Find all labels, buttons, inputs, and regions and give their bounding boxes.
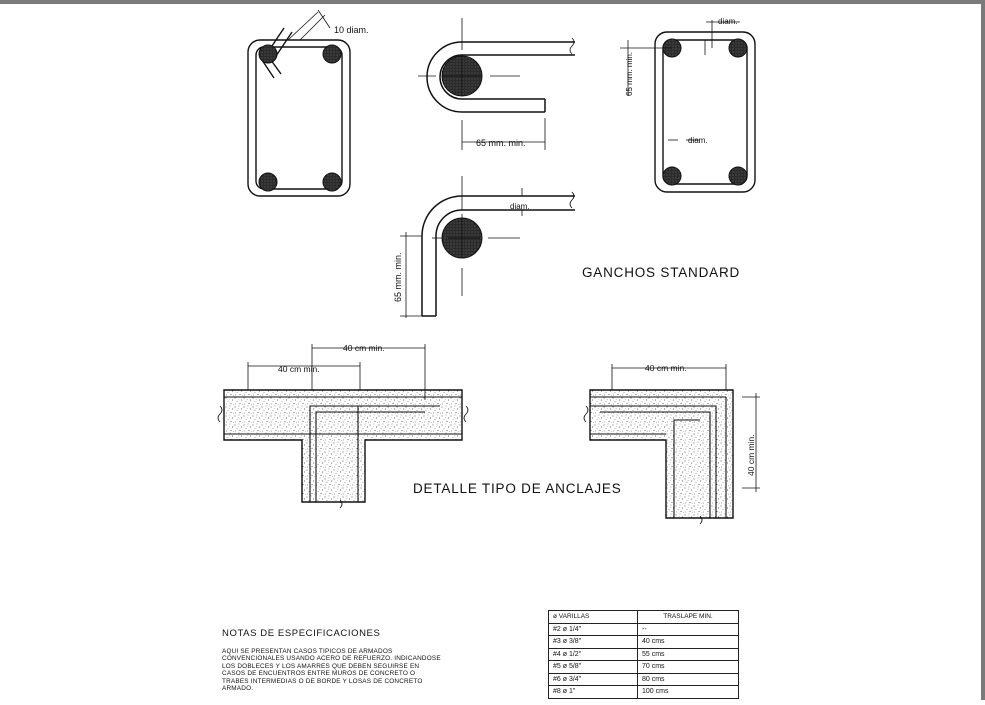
hook-bottom-centerlines [400, 176, 575, 318]
stirrup-right-bars [662, 38, 748, 186]
diam-top-right: diam. [718, 17, 738, 26]
notes-title: NOTAS DE ESPECIFICACIONES [222, 628, 381, 639]
notes-block: NOTAS DE ESPECIFICACIONES AQUI SE PRESEN… [222, 628, 512, 692]
dim-65-mm-vertical-left: 65 mm. min. [393, 252, 403, 302]
table-cell: 55 cms [637, 647, 739, 661]
table-cell: 100 cms [637, 685, 739, 699]
table-cell: -- [637, 622, 739, 636]
notes-line: ARMADO. [222, 685, 254, 693]
traslape-table: ø VARILLAS TRASLAPE MIN. #2 ø 1/4"-- #3 … [548, 610, 739, 699]
stirrup-left-bars [258, 44, 342, 192]
hook-top [426, 41, 575, 113]
ganchos-title: GANCHOS STANDARD [582, 265, 740, 280]
dim-65-mm-vertical-right: 65 mm. min. [625, 52, 634, 96]
t-joint-detail [217, 344, 469, 509]
dim-10-diam-label: 10 diam. [334, 25, 369, 35]
table-header-traslape: TRASLAPE MIN. [637, 610, 739, 624]
table-row: #3 ø 3/8"40 cms [548, 635, 739, 649]
table-cell: 80 cms [637, 672, 739, 686]
table-cell: #4 ø 1/2" [548, 647, 638, 661]
notes-line: CASOS DE ENCUENTROS ENTRE MUROS DE CONCR… [222, 670, 416, 678]
table-cell: #5 ø 5/8" [548, 660, 638, 674]
table-cell: #3 ø 3/8" [548, 635, 638, 649]
dim-40-cm-left: 40 cm min. [278, 364, 320, 374]
hook-top-centerlines [418, 18, 575, 150]
dim-40-cm-right-horizontal: 40 cm min. [645, 363, 687, 373]
stirrup-right-dims [620, 20, 740, 141]
notes-line: LOS DOBLECES Y LOS AMARRES QUE DEBEN SEG… [222, 662, 420, 670]
diam-right-inner: diam. [688, 136, 708, 145]
stirrup-left [247, 27, 351, 197]
table-cell: #6 ø 3/4" [548, 672, 638, 686]
notes-line: AQUI SE PRESENTAN CASOS TIPICOS DE ARMAD… [222, 648, 393, 655]
table-row: #4 ø 1/2"55 cms [548, 647, 739, 661]
diam-hook3: diam. [510, 202, 530, 211]
window-frame-top [0, 0, 985, 4]
table-cell: #8 ø 1" [548, 685, 638, 699]
table-row: #8 ø 1"100 cms [548, 685, 739, 699]
dim-10-diam [287, 9, 331, 41]
table-row: #5 ø 5/8"70 cms [548, 660, 739, 674]
notes-line: CONVENCIONALES USANDO ACERO DE REFUERZO.… [222, 655, 441, 663]
anclajes-title: DETALLE TIPO DE ANCLAJES [413, 481, 622, 496]
dim-40-cm-top: 40 cm min. [343, 343, 385, 353]
table-cell: #2 ø 1/4" [548, 622, 638, 636]
table-row: #6 ø 3/4"80 cms [548, 672, 739, 686]
window-frame-right [981, 0, 985, 700]
table-header-varillas: ø VARILLAS [548, 610, 638, 624]
notes-line: TRABES INTERMEDIAS O DE BORDE Y LOSAS DE… [222, 677, 423, 685]
table-row: #2 ø 1/4"-- [548, 622, 739, 636]
dim-40-cm-right-vertical: 40 cm min. [746, 434, 756, 476]
corner-detail [583, 364, 760, 525]
dim-65-mm-horizontal: 65 mm. min. [476, 138, 526, 148]
table-header-row: ø VARILLAS TRASLAPE MIN. [548, 610, 739, 624]
table-cell: 70 cms [637, 660, 739, 674]
table-cell: 40 cms [637, 635, 739, 649]
hook-bottom [421, 195, 575, 317]
